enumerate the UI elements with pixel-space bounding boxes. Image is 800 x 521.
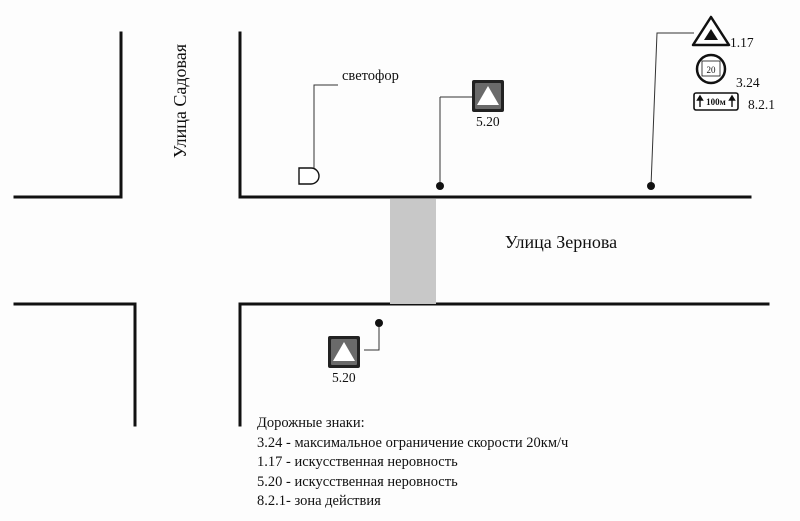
traffic-light: светофор bbox=[298, 68, 399, 185]
legend-item-5-20: 5.20 - искусственная неровность bbox=[257, 473, 458, 490]
speed-bump-icon bbox=[333, 342, 355, 361]
sign-group-east: 1.17 20 3.24 100м 8.2.1 bbox=[647, 15, 775, 190]
legend-title: Дорожные знаки: bbox=[257, 415, 365, 431]
sign-group-east-pole bbox=[650, 32, 694, 187]
sign-5-20-south-code: 5.20 bbox=[332, 370, 356, 385]
traffic-light-label: светофор bbox=[342, 68, 399, 84]
speed-bump-icon bbox=[477, 86, 499, 105]
legend-item-1-17: 1.17 - искусственная неровность bbox=[257, 454, 458, 470]
sign-5-20-south-post-dot bbox=[375, 319, 383, 327]
bump-icon bbox=[704, 29, 718, 40]
sign-5-20-north-post-dot bbox=[436, 182, 444, 190]
curb-top-right bbox=[238, 31, 752, 199]
sign-8-2-1-plate-text: 100м bbox=[706, 97, 726, 107]
sign-3-24-speed: 20 bbox=[707, 65, 717, 75]
sign-3-24-code: 3.24 bbox=[736, 75, 760, 90]
street-zernova-label: Улица Зернова bbox=[505, 232, 617, 252]
sign-5-20-south-pole bbox=[364, 323, 380, 351]
pedestrian-crossing bbox=[390, 199, 436, 304]
traffic-light-icon bbox=[298, 167, 320, 185]
sign-1-17-code: 1.17 bbox=[730, 35, 754, 50]
arrow-up-icon bbox=[696, 94, 736, 107]
curb-bottom-left bbox=[13, 302, 137, 427]
sign-5-20-south: 5.20 bbox=[328, 319, 383, 385]
street-sadovaya-label: Улица Садовая bbox=[170, 44, 190, 158]
sign-5-20-north: 5.20 bbox=[436, 80, 504, 190]
curb-top-left bbox=[13, 31, 123, 199]
traffic-light-leader bbox=[313, 84, 338, 170]
road-edges bbox=[13, 31, 770, 427]
road-signs-legend: Дорожные знаки: 3.24 - максимальное огра… bbox=[257, 414, 568, 512]
legend-item-3-24: 3.24 - максимальное ограничение скорости… bbox=[257, 434, 569, 451]
legend-item-8-2-1: 8.2.1- зона действия bbox=[257, 493, 381, 509]
sign-8-2-1-code: 8.2.1 bbox=[748, 97, 775, 112]
curb-bottom-right bbox=[238, 302, 770, 427]
sign-8-2-1-plate bbox=[693, 92, 739, 111]
sign-3-24-inner-box bbox=[701, 60, 721, 77]
sign-group-east-post-dot bbox=[647, 182, 655, 190]
sign-5-20-north-code: 5.20 bbox=[476, 114, 500, 129]
